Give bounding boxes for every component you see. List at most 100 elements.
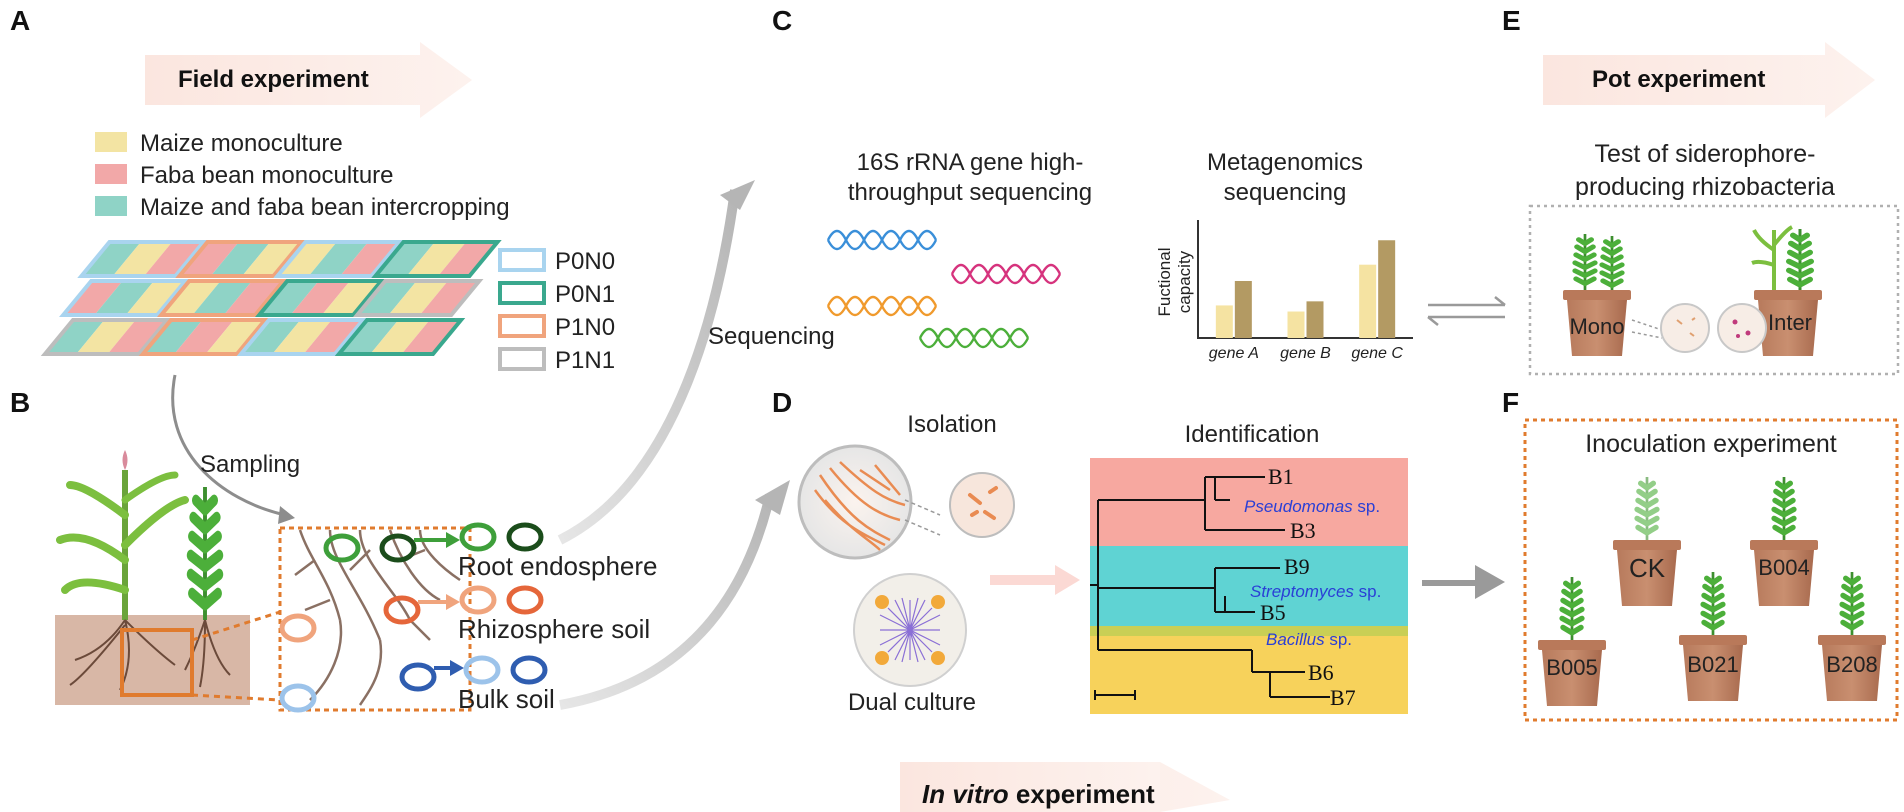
legend-swatch-maize: [95, 132, 127, 152]
plot-stripe: [242, 242, 302, 276]
inoculation-frame: [1523, 418, 1899, 722]
siderophore-title-line1: Test of siderophore-: [1595, 140, 1816, 168]
root-detail-box: [278, 526, 472, 712]
legend-label-faba: Faba bean monoculture: [140, 162, 394, 189]
pot-b208-label: B208: [1826, 652, 1877, 677]
tree-leaf-b7: B7: [1330, 685, 1356, 710]
pot-b021: B021: [1679, 572, 1747, 701]
amplicon-title-line1: 16S rRNA gene high-: [857, 149, 1084, 176]
pot-experiment-label: Pot experiment: [1592, 66, 1765, 93]
field-plot: [138, 318, 270, 356]
panel-a-letter: A: [10, 5, 30, 36]
field-plot: [157, 279, 288, 317]
in-vitro-experiment-banner: In vitro experiment: [900, 762, 1230, 812]
inter-pot: Inter: [1751, 225, 1822, 356]
clade-divider: [1090, 626, 1408, 636]
plot-border: [77, 240, 208, 278]
plot-stripe: [161, 281, 221, 315]
pot-b021-label: B021: [1687, 652, 1738, 677]
chart-bar: [1287, 311, 1305, 338]
sampling-label: Sampling: [200, 451, 300, 478]
chart-ylabel-line1: Fuctional: [1155, 248, 1174, 317]
plot-stripe: [76, 320, 136, 354]
chart-bar: [1215, 305, 1233, 338]
field-plot: [273, 240, 404, 278]
treatment-label-p0n1: P0N1: [555, 281, 615, 308]
arrow-to-isolation-head: [755, 480, 790, 515]
taxon-streptomyces: Streptomyces sp.: [1250, 582, 1381, 601]
pot-ck-label: CK: [1629, 553, 1666, 583]
legend-label-intercrop: Maize and faba bean intercropping: [140, 194, 510, 221]
field-plot: [236, 318, 368, 356]
treatment-label-p1n0: P1N0: [555, 314, 615, 341]
field-plot: [59, 279, 190, 317]
metagenomics-title-line1: Metagenomics: [1207, 149, 1363, 176]
root-zoom-box: [120, 628, 194, 697]
panel-b-letter: B: [10, 387, 30, 418]
dual-culture-label: Dual culture: [848, 689, 976, 716]
pot-b208: B208: [1818, 572, 1886, 701]
plot-stripe: [210, 242, 271, 276]
mono-pot: Mono: [1563, 234, 1631, 356]
field-plot: [255, 279, 386, 317]
field-plot: [175, 240, 306, 278]
plot-border: [175, 240, 306, 278]
plot-stripe: [277, 242, 337, 276]
legend-swatch-intercrop: [95, 196, 127, 216]
treatment-swatch-p0n1: [498, 281, 546, 305]
tree-leaf-b3: B3: [1290, 518, 1316, 543]
pot-experiment-banner: Pot experiment: [1543, 42, 1875, 118]
pot-b004: B004: [1750, 477, 1818, 606]
clade-pseudomonas: [1090, 458, 1408, 546]
plot-stripe: [272, 320, 332, 354]
pot-b005: B005: [1538, 577, 1606, 706]
plot-stripe: [112, 242, 173, 276]
plot-stripe: [357, 281, 417, 315]
chart-bar: [1234, 280, 1252, 338]
sequencing-label: Sequencing: [708, 323, 835, 350]
chart-bar: [1359, 264, 1377, 338]
plot-stripe: [401, 320, 461, 354]
pot-ck: CK: [1613, 477, 1681, 606]
plot-stripe: [375, 242, 435, 276]
pot-b004-label: B004: [1758, 555, 1809, 580]
plot-border: [334, 318, 466, 356]
plot-stripe: [419, 281, 480, 315]
maize-plant-illustration: [56, 450, 189, 691]
rhizosphere-soil-label: Rhizosphere soil: [458, 614, 650, 644]
chart-bar: [1378, 240, 1396, 338]
isolation-label: Isolation: [907, 411, 996, 438]
bulk-soil-label: Bulk soil: [458, 684, 555, 714]
plot-border: [59, 279, 190, 317]
bacteria-dishes: [1631, 303, 1767, 353]
field-experiment-label: Field experiment: [178, 66, 369, 93]
arrow-to-sequencing-head: [720, 180, 755, 210]
treatment-legend: P0N0 P0N1 P1N0 P1N1: [498, 248, 615, 374]
plot-stripe: [388, 281, 448, 315]
amplicon-title-line2: throughput sequencing: [848, 179, 1092, 206]
panel-f-letter: F: [1502, 387, 1519, 418]
chart-ylabel-line2: capacity: [1175, 250, 1194, 313]
exchange-arrows: [1427, 296, 1506, 326]
plot-stripe: [179, 242, 239, 276]
plot-stripe: [303, 320, 363, 354]
metagenomics-title-line2: sequencing: [1224, 179, 1347, 206]
panel-c-letter: C: [772, 5, 792, 36]
plot-stripe: [45, 320, 105, 354]
field-plot: [77, 240, 208, 278]
tree-leaf-b9: B9: [1284, 554, 1310, 579]
zoom-lines: [191, 610, 281, 702]
root-system-illustration: [294, 529, 461, 706]
plot-border: [371, 240, 502, 278]
isolation-plate: [797, 444, 1015, 560]
in-vitro-label: In vitro experiment: [922, 779, 1155, 809]
chart-axes: [1197, 220, 1413, 339]
plot-stripe: [94, 281, 154, 315]
inter-pot-label: Inter: [1768, 310, 1812, 335]
mono-pot-label: Mono: [1569, 314, 1624, 339]
plot-stripe: [205, 320, 265, 354]
pot-experiment-frame: [1528, 204, 1900, 376]
field-plot: [371, 240, 502, 278]
plot-stripe: [223, 281, 284, 315]
